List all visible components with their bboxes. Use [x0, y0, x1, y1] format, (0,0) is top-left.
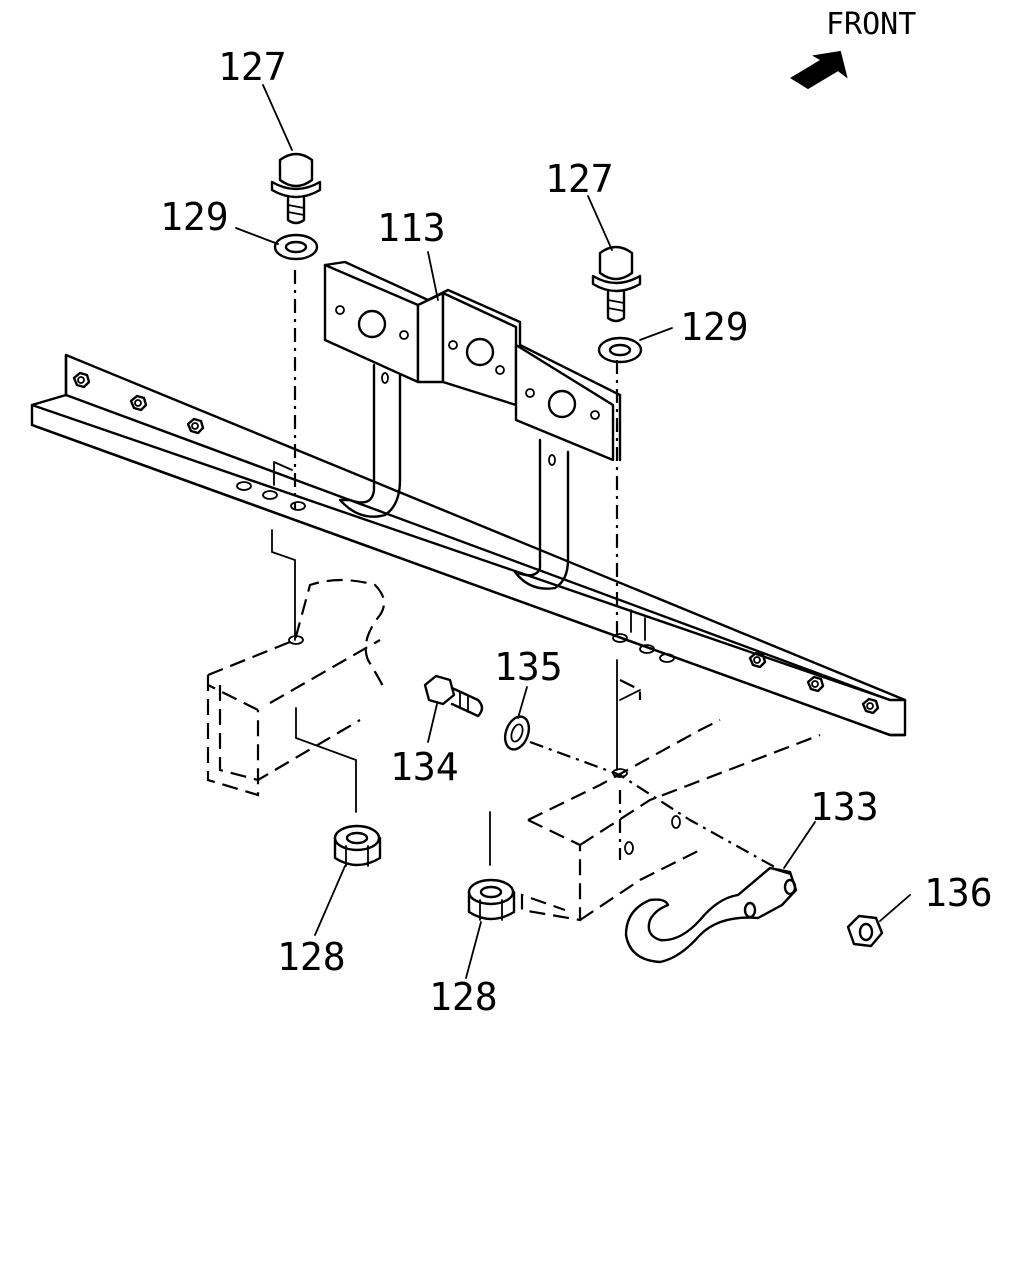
front-indicator: FRONT [790, 7, 916, 90]
crossmember-bar [30, 353, 907, 737]
front-label: FRONT [826, 7, 916, 42]
callout-129-left: 129 [160, 195, 229, 239]
callout-135: 135 [494, 645, 563, 689]
tow-hook-icon [624, 866, 798, 964]
bar-nut-icon [72, 371, 91, 389]
hook-washer-icon [503, 715, 531, 751]
bar-nut-icon [186, 417, 205, 435]
mounting-bracket [323, 260, 622, 590]
leader-lines [235, 84, 911, 979]
callout-127-right: 127 [545, 157, 614, 201]
frame-rail-left [206, 578, 386, 797]
front-arrow-icon [790, 50, 848, 90]
callout-133: 133 [810, 785, 879, 829]
washer-icon [597, 336, 643, 364]
flange-bolt-icon [270, 152, 322, 225]
hook-bolt-icon [423, 674, 484, 718]
bar-nut-icon [806, 675, 825, 693]
frame-rail-right [520, 679, 821, 922]
callout-127-left: 127 [218, 45, 287, 89]
collar-nut-icon [333, 824, 382, 867]
callout-134: 134 [390, 745, 459, 789]
callout-128-right: 128 [429, 975, 498, 1019]
hex-nut-icon [846, 914, 884, 948]
callout-136: 136 [924, 871, 993, 915]
bar-nut-icon [861, 697, 880, 715]
bar-nut-icon [748, 651, 767, 669]
alignment-lines [271, 270, 781, 871]
callout-128-left: 128 [277, 935, 346, 979]
collar-nut-icon [467, 878, 516, 921]
callout-129-right: 129 [680, 305, 749, 349]
callout-113: 113 [377, 206, 446, 250]
flange-bolt-icon [591, 245, 642, 323]
callout-labels: 127 127 129 129 113 135 134 133 136 128 … [160, 45, 993, 1019]
bar-nut-icon [129, 394, 148, 412]
washer-icon [273, 233, 319, 261]
